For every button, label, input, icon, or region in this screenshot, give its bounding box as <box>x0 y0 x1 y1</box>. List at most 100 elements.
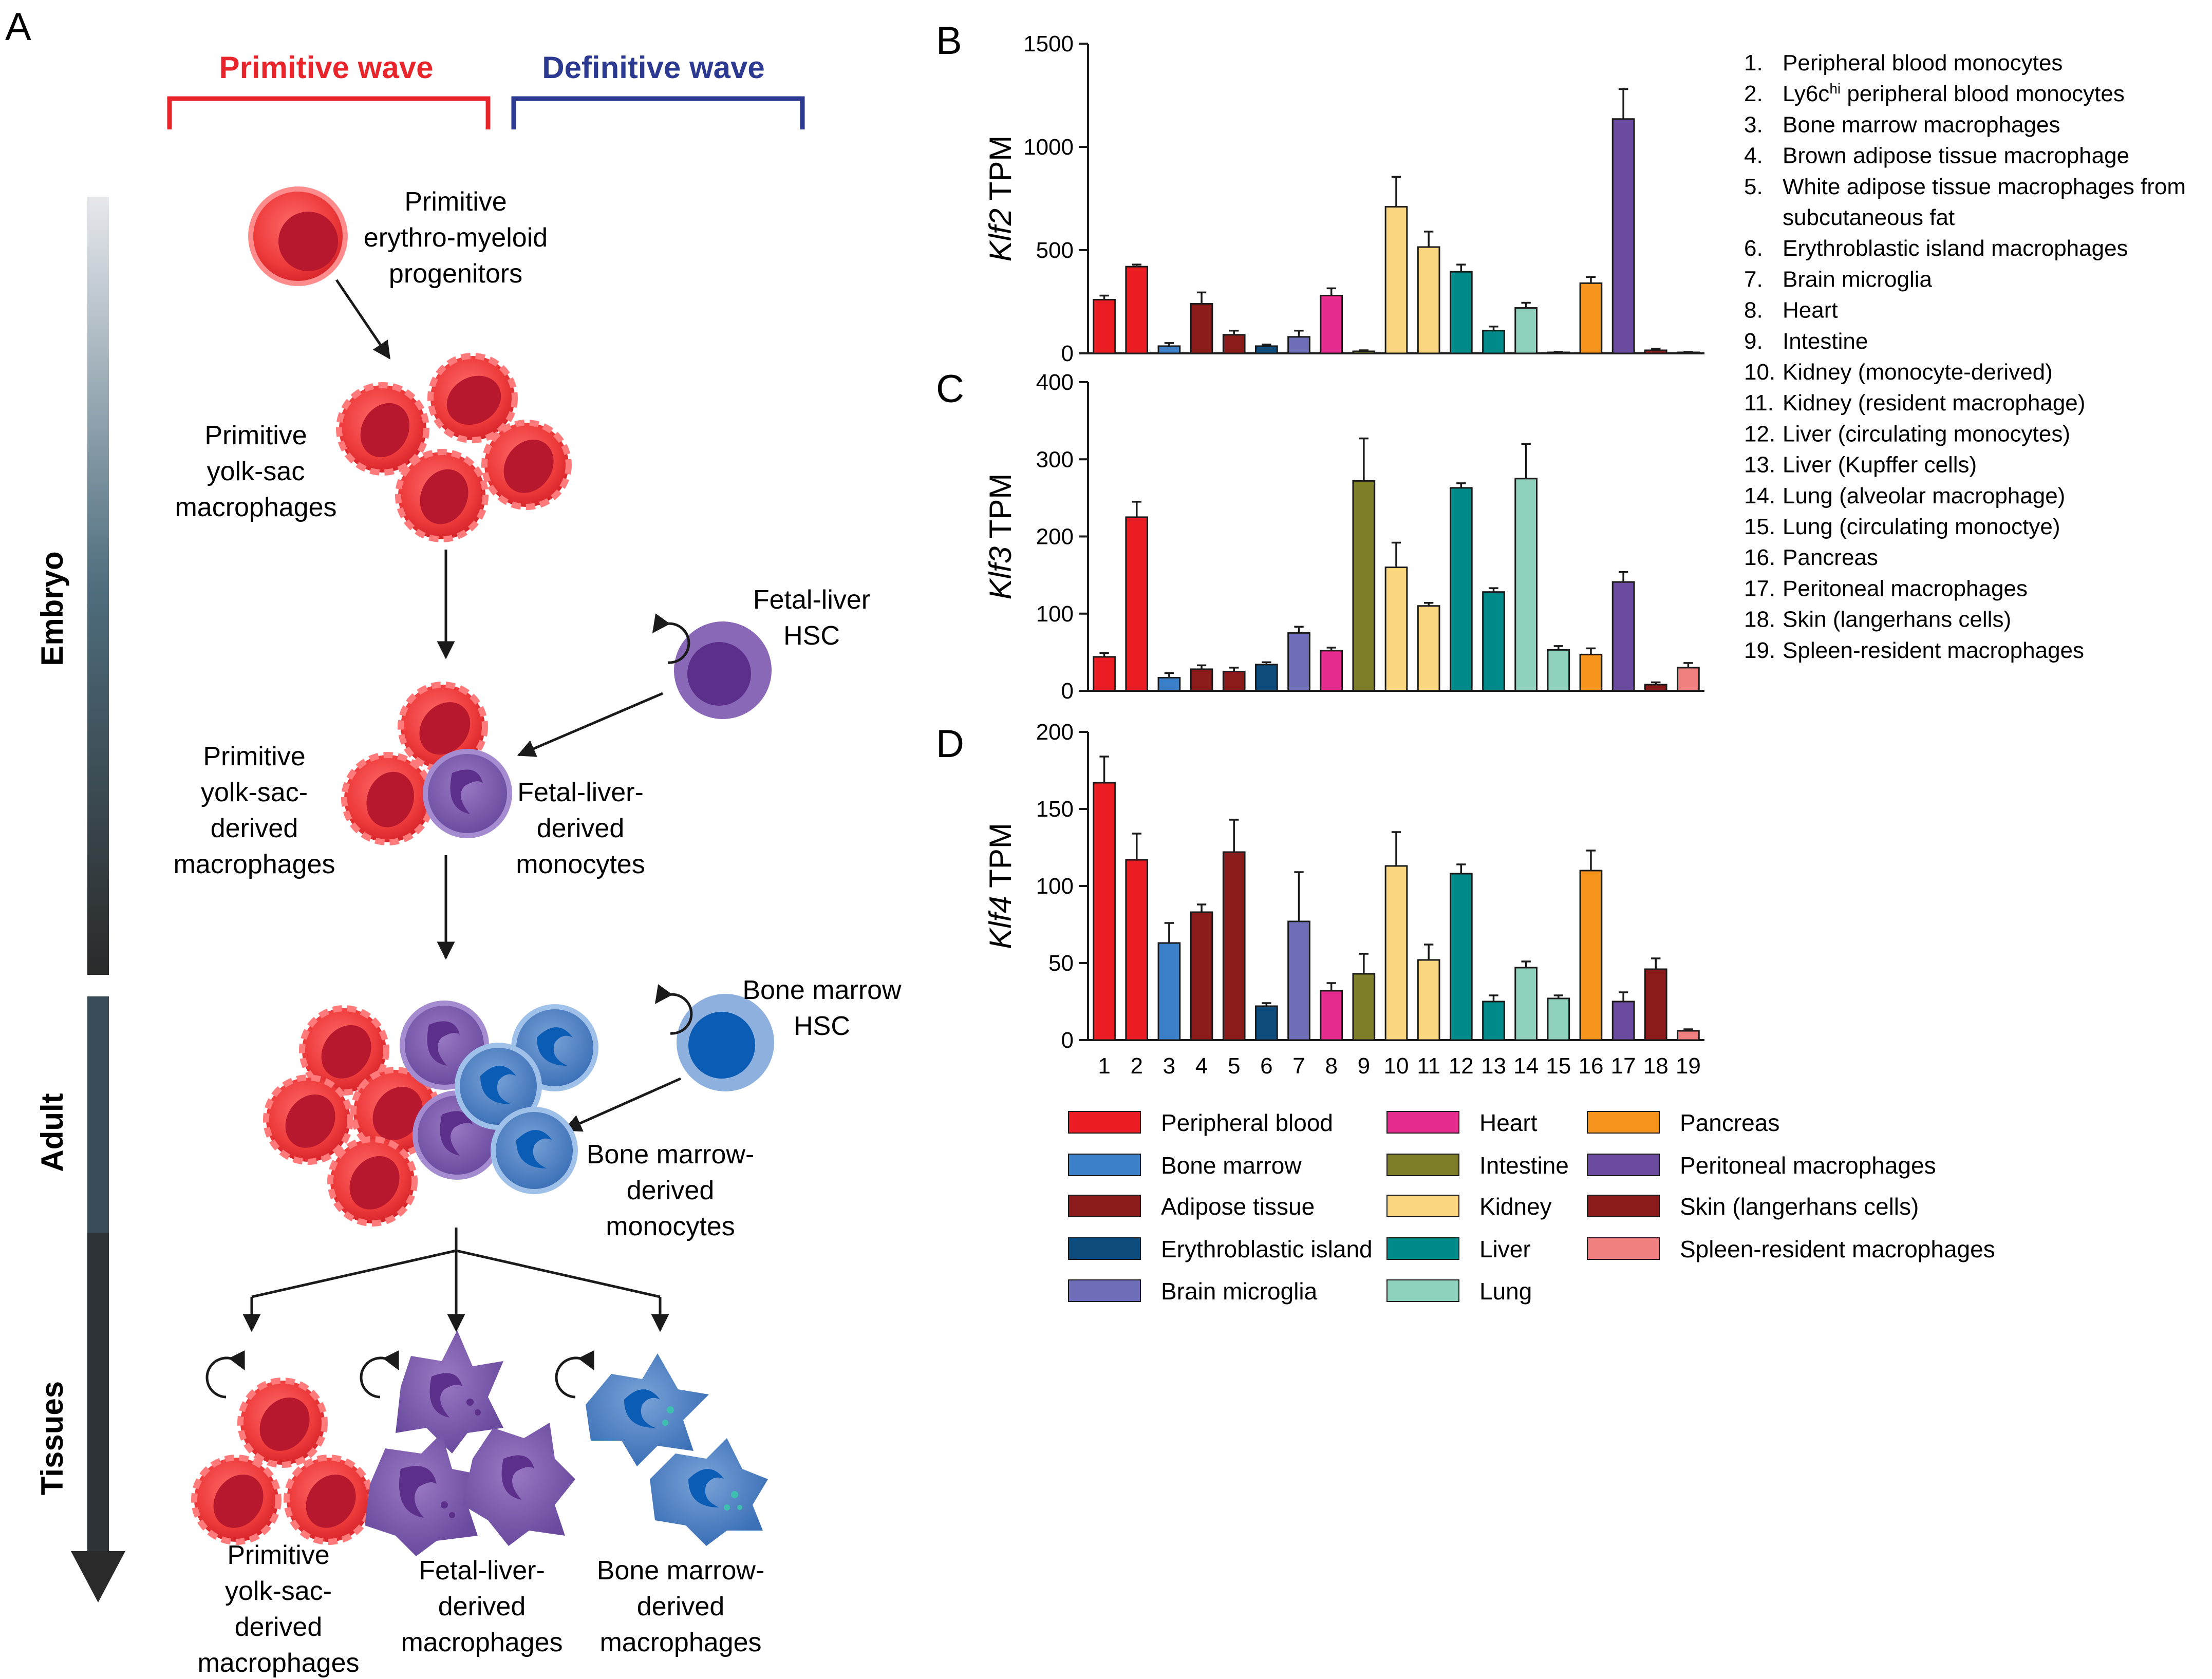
bar <box>1417 246 1440 354</box>
list-item: subcutaneous fat <box>1783 205 1955 230</box>
legend-label: Adipose tissue <box>1161 1193 1315 1220</box>
list-item: 2.Ly6chi peripheral blood monocytes <box>1744 81 2125 107</box>
flm-line-3: monocytes <box>516 850 645 879</box>
ys-label-line-1: Primitive <box>204 421 307 450</box>
list-item-text: Lung (circulating monoctye) <box>1783 514 2060 539</box>
bar <box>1255 345 1278 354</box>
legend-item: Kidney <box>1386 1193 1552 1220</box>
bar <box>1093 782 1116 1041</box>
bmm-line-1: Bone marrow- <box>587 1140 755 1169</box>
bar <box>1514 307 1538 354</box>
adult-tissue-bar-shade <box>87 1233 109 1551</box>
list-item: 4.Brown adipose tissue macrophage <box>1744 143 2129 168</box>
panel-letters: B C D <box>936 19 964 766</box>
ys-label-line-2: yolk-sac <box>207 457 305 486</box>
panel-a: A Primitive wave Definitive wave Embryo … <box>5 5 902 1678</box>
bar <box>1449 873 1473 1041</box>
list-item: 12. Liver (circulating monocytes) <box>1744 421 2070 446</box>
ys-macrophage-cluster <box>336 353 572 542</box>
bar <box>1190 668 1213 692</box>
list-item-number: 12. <box>1744 421 1775 446</box>
x-tick-label: 19 <box>1676 1053 1701 1079</box>
bm-hsc-line-1: Bone marrow <box>742 975 902 1005</box>
ysd-line-1: Primitive <box>203 742 305 771</box>
fetal-liver-hsc-label: Fetal-liver HSC <box>753 585 870 651</box>
bar <box>1644 349 1667 354</box>
y-tick-label: 500 <box>1036 238 1074 263</box>
fetal-liver-hsc-cell <box>674 621 772 719</box>
list-item-text: Skin (langerhans cells) <box>1783 607 2011 632</box>
bone-marrow-hsc-cell <box>677 994 774 1091</box>
bar <box>1547 997 1570 1041</box>
list-item-text: Pancreas <box>1783 545 1878 570</box>
y-tick-label: 200 <box>1036 524 1074 550</box>
legend-item: Peritoneal macrophages <box>1587 1152 1936 1179</box>
list-item-text: Peritoneal macrophages <box>1783 576 2028 601</box>
tb-line-2: derived <box>637 1592 725 1621</box>
bar <box>1579 870 1603 1041</box>
list-item-text: Brown adipose tissue macrophage <box>1783 143 2129 168</box>
ys-label-line-3: macrophages <box>175 493 336 522</box>
arrow-fl-hsc-to-monocytes <box>517 692 663 757</box>
list-item-number: 10. <box>1744 360 1775 385</box>
legend-swatch <box>1386 1195 1459 1217</box>
list-item-text: Liver (circulating monocytes) <box>1783 421 2070 446</box>
panel-letter-a: A <box>5 5 31 49</box>
list-item: 15.Lung (circulating monoctye) <box>1744 514 2060 539</box>
bar <box>1255 664 1278 692</box>
bar <box>1417 959 1440 1041</box>
x-tick-label: 11 <box>1417 1053 1440 1079</box>
legend-label: Peripheral blood <box>1161 1109 1333 1136</box>
list-item-text: Ly6chi peripheral blood monocytes <box>1783 81 2125 107</box>
legend-swatch <box>1068 1279 1141 1302</box>
list-item-number: 6. <box>1744 236 1763 261</box>
bar <box>1222 334 1246 354</box>
bar <box>1157 345 1181 354</box>
legend-label: Liver <box>1479 1236 1531 1262</box>
y-axis-label: Klf2 TPM <box>983 136 1018 262</box>
bar <box>1093 298 1116 354</box>
list-item-text: Kidney (resident macrophage) <box>1783 390 2085 416</box>
legend-item: Erythroblastic island <box>1068 1236 1373 1262</box>
panel-letter-b: B <box>936 19 962 63</box>
bar <box>1352 350 1376 354</box>
tp-line-2: yolk-sac- <box>225 1576 332 1606</box>
list-item: 18.Skin (langerhans cells) <box>1744 607 2011 632</box>
x-tick-label: 6 <box>1260 1053 1272 1079</box>
y-tick-label: 300 <box>1036 447 1074 472</box>
bar <box>1384 567 1408 692</box>
list-item: 19.Spleen-resident macrophages <box>1744 638 2084 663</box>
bar <box>1320 650 1343 692</box>
x-tick-label: 18 <box>1643 1053 1669 1079</box>
bar <box>1579 282 1603 354</box>
bar <box>1482 591 1505 692</box>
list-item-number: 7. <box>1744 267 1763 292</box>
tissue-fetal-liver-label: Fetal-liver- derived macrophages <box>401 1556 563 1657</box>
list-item: 9. Intestine <box>1744 329 1868 354</box>
legend-item: Bone marrow <box>1068 1152 1302 1179</box>
arrow-bm-hsc-to-monocytes <box>563 1077 682 1132</box>
tissue-bone-marrow-label: Bone marrow- derived macrophages <box>597 1556 765 1657</box>
x-tick-label: 13 <box>1481 1053 1506 1079</box>
bar <box>1125 266 1149 354</box>
bar <box>1320 294 1343 354</box>
bar <box>1352 973 1376 1041</box>
emp-label-line-3: progenitors <box>389 259 522 289</box>
tp-line-4: macrophages <box>197 1648 359 1678</box>
bar <box>1287 920 1310 1041</box>
list-item-text: Intestine <box>1783 329 1868 354</box>
bar <box>1222 670 1246 692</box>
self-renew-icon-t1 <box>205 1350 246 1399</box>
embryo-bar <box>87 197 109 975</box>
list-item-number: 9. <box>1744 329 1763 354</box>
legend-swatch <box>1386 1154 1459 1176</box>
list-item: 1.Peripheral blood monocytes <box>1744 50 2063 76</box>
legend-swatch <box>1386 1279 1459 1302</box>
definitive-wave-bracket <box>511 96 805 129</box>
legend-item: Lung <box>1386 1278 1532 1305</box>
list-item: 10.Kidney (monocyte-derived) <box>1744 360 2053 385</box>
list-item-number: 8. <box>1744 298 1763 323</box>
fl-hsc-line-1: Fetal-liver <box>753 585 870 615</box>
